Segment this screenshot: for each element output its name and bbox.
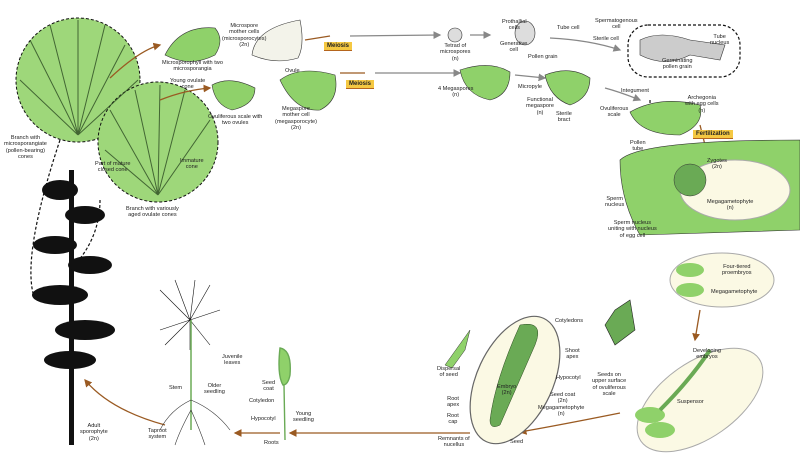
label-microsporophyll: Microsporophyll with two microsporangia bbox=[162, 60, 223, 73]
label-root-apex: Root apex bbox=[447, 396, 460, 409]
label-branch-ovulate: Branch with variously aged ovulate cones bbox=[126, 206, 179, 219]
label-zygotes: Zygotes (2n) bbox=[707, 158, 727, 171]
ovule-drawing bbox=[279, 70, 337, 111]
label-pollen-grain: Pollen grain bbox=[528, 54, 558, 60]
label-sterile-bract: Sterile bract bbox=[556, 111, 572, 124]
label-spermatogenous-cell: Spermatogenous cell bbox=[595, 18, 638, 31]
ovuliferous-scale bbox=[211, 80, 256, 111]
label-generative-cell: Generative cell bbox=[500, 41, 528, 54]
label-hypocotyl-seed: Hypocotyl bbox=[556, 375, 581, 381]
microsporangium-section bbox=[251, 19, 303, 62]
label-microspore-mother-cells: Microspore mother cells (microsporocytes… bbox=[222, 23, 267, 49]
label-prothallial-cells: Prothallial cells bbox=[502, 19, 527, 32]
label-roots: Roots bbox=[264, 440, 279, 446]
label-megagametophyte-seed: Megagametophyte (n) bbox=[538, 405, 585, 418]
label-dispersal: Dispersal of seed bbox=[437, 366, 461, 379]
label-pollen-tube: Pollen tube bbox=[630, 140, 646, 153]
label-juvenile-leaves: Juvenile leaves bbox=[222, 354, 243, 367]
label-cotyledons: Cotyledons bbox=[555, 318, 583, 324]
label-ovuliferous-scale: Ovuliferous scale bbox=[600, 106, 629, 119]
label-seed: Seed bbox=[510, 439, 524, 445]
ovulate-branch-circle bbox=[97, 81, 219, 203]
fertilization-badge: Fertilization bbox=[693, 130, 733, 139]
label-mature-closed-cone: Part of mature closed cone bbox=[95, 161, 131, 174]
label-young-seedling: Young seedling bbox=[293, 411, 314, 424]
label-developing-embryos: Developing embryos bbox=[693, 348, 721, 361]
label-megaspore-mother-cell: Megaspore mother cell (megasporocyte) (2… bbox=[275, 106, 317, 132]
pollen-grain-drawing bbox=[514, 20, 536, 46]
label-immature-cone: Immature cone bbox=[180, 158, 204, 171]
label-shoot-apex: Shoot apex bbox=[565, 348, 580, 361]
label-adult-sporophyte: Adult sporophyte (2n) bbox=[80, 423, 108, 442]
label-megagametophyte-proembryo: Megagametophyte bbox=[711, 289, 758, 295]
seed-cone-scale bbox=[604, 299, 636, 346]
germinating-pollen-frame bbox=[627, 24, 741, 78]
label-root-cap: Root cap bbox=[447, 413, 459, 426]
label-megagametophyte-fertilization: Megagametophyte (n) bbox=[707, 199, 754, 212]
label-seed-coat: Seed coat bbox=[262, 380, 276, 393]
older-seedling-drawing bbox=[159, 279, 231, 446]
young-seedling-drawing bbox=[278, 347, 291, 441]
label-branch-microsporangiate: Branch with microsporangiate (pollen-bea… bbox=[4, 135, 47, 161]
label-seeds-on-scale: Seeds on upper surface of ovuliferous sc… bbox=[592, 372, 627, 398]
label-integument: Integument bbox=[621, 88, 649, 94]
embryo-drawing bbox=[489, 323, 539, 427]
label-young-ovulate-cone: Young ovulate cone bbox=[170, 78, 206, 91]
label-tube-nucleus: Tube nucleus bbox=[710, 34, 730, 47]
label-ovule: Ovule bbox=[285, 68, 300, 74]
label-embryo: Embryo (2n) bbox=[497, 384, 517, 397]
functional-megaspore-scale bbox=[544, 70, 591, 106]
label-cotyledon: Cotyledon bbox=[249, 398, 275, 404]
label-seed-coat-2n: Seed coat (2n) bbox=[550, 392, 576, 405]
ovule-with-archegonia bbox=[629, 101, 702, 136]
microsporophyll bbox=[164, 27, 221, 62]
label-older-seedling: Older seedling bbox=[204, 383, 225, 396]
proembryo-panel bbox=[669, 252, 775, 308]
megaspores-scale bbox=[459, 65, 511, 101]
label-tetrad: Tetrad of microspores (n) bbox=[440, 43, 471, 62]
meiosis-badge-microspore: Meiosis bbox=[324, 42, 353, 51]
label-germinating-pollen: Germinating pollen grain bbox=[662, 58, 693, 71]
label-functional-megaspore: Functional megaspore (n) bbox=[526, 97, 554, 116]
label-tube-cell: Tube cell bbox=[557, 25, 580, 31]
dashed-connector bbox=[30, 139, 61, 301]
label-archegonia: Archegonia with egg cells (n) bbox=[685, 95, 719, 114]
label-sperm-nucleus: Sperm nucleus bbox=[605, 196, 625, 209]
label-micropyle: Micropyle bbox=[518, 84, 542, 90]
label-four-tiered-proembryos: Four-tiered proembryos bbox=[722, 264, 752, 277]
label-ovuliferous-scale-two-ovules: Ovuliferous scale with two ovules bbox=[208, 114, 263, 127]
label-sperm-uniting: Sperm nucleus uniting with nucleus of eg… bbox=[608, 220, 657, 239]
label-sterile-cell: Sterile cell bbox=[593, 36, 619, 42]
label-taproot: Taproot system bbox=[148, 428, 167, 441]
adult-pine-tree bbox=[32, 170, 115, 445]
label-remnants-nucellus: Remnants of nucellus bbox=[438, 436, 470, 449]
meiosis-badge-megaspore: Meiosis bbox=[346, 80, 375, 89]
label-four-megaspores: 4 Megaspores (n) bbox=[438, 86, 474, 99]
label-stem: Stem bbox=[169, 385, 183, 391]
label-hypocotyl-seedling: Hypocotyl bbox=[251, 416, 276, 422]
tetrad bbox=[447, 27, 463, 43]
dispersed-seed bbox=[444, 329, 471, 369]
label-suspensor: Suspensor bbox=[677, 399, 704, 405]
